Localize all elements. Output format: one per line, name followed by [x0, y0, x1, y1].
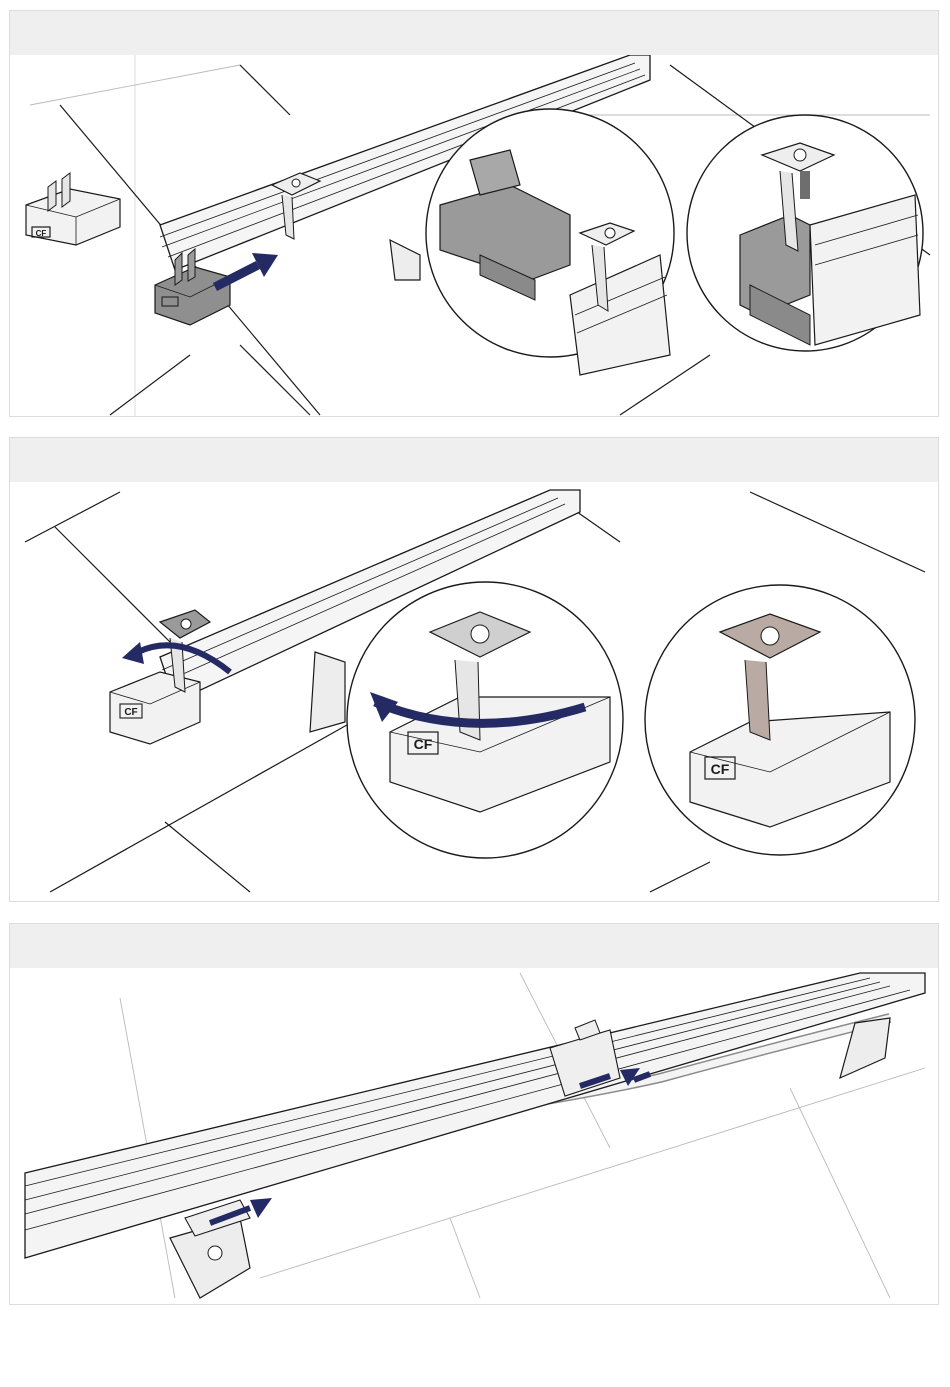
step-1-illustration: CF	[10, 55, 938, 416]
cf-label: CF	[124, 707, 137, 718]
cf-label: CF	[414, 736, 433, 752]
arrow-icon	[215, 253, 278, 287]
step-header-2	[10, 438, 938, 482]
cf-label: CF	[36, 229, 47, 238]
step-header-1	[10, 11, 938, 55]
step-2-illustration: CF CF	[10, 482, 938, 901]
detail-view-seated	[687, 115, 923, 351]
mounting-rail	[25, 973, 925, 1258]
detail-view-locked: CF	[645, 585, 915, 855]
step-panel-1: CF	[9, 10, 939, 417]
end-clamp-thumbnail: CF	[26, 173, 120, 245]
step-3-illustration	[10, 968, 938, 1304]
step-panel-3	[9, 923, 939, 1305]
step-panel-2: CF CF	[9, 437, 939, 902]
roof-hook	[310, 652, 345, 732]
detail-view-insert	[426, 109, 674, 375]
detail-view-rotate: CF	[347, 582, 623, 858]
roof-hook	[390, 240, 420, 280]
step-header-3	[10, 924, 938, 968]
cf-label: CF	[711, 761, 730, 777]
